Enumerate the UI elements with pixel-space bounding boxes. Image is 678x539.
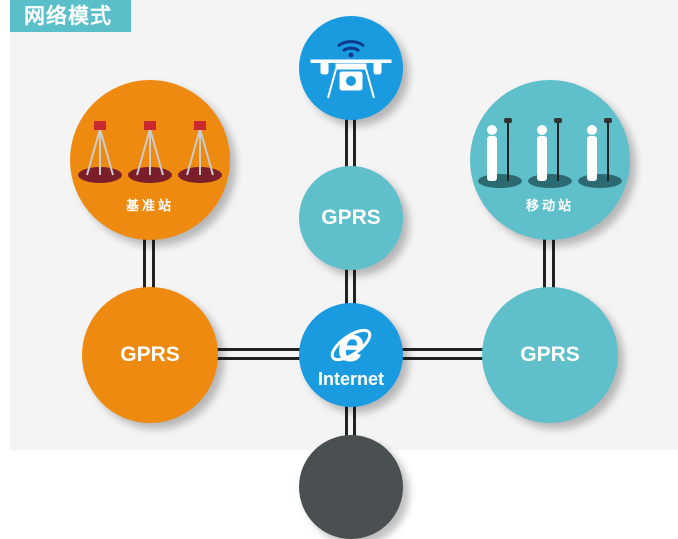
tripod-receiver-icon [78,120,222,183]
drone-node [299,16,403,120]
mobile-station-label: 移动站 [525,199,574,214]
internet-label: Internet [317,368,384,389]
bottom-node [299,435,403,539]
mobile-station-node: 移动站 [470,80,630,240]
internet-explorer-icon: e [330,321,372,367]
base-station-node: 基准站 [70,80,230,240]
section-title: 网络模式 [10,0,131,32]
gprs-right-label: GPRS [520,343,580,366]
gprs-center-label: GPRS [321,206,381,229]
internet-node: e Internet [299,303,403,407]
gprs-left-label: GPRS [120,343,180,366]
surveyor-rover-icon [478,118,622,188]
gprs-right-node: GPRS [482,287,618,423]
gprs-left-node: GPRS [82,287,218,423]
drone-camera-icon [310,40,392,99]
base-station-label: 基准站 [125,198,174,214]
gprs-center-node: GPRS [299,166,403,270]
